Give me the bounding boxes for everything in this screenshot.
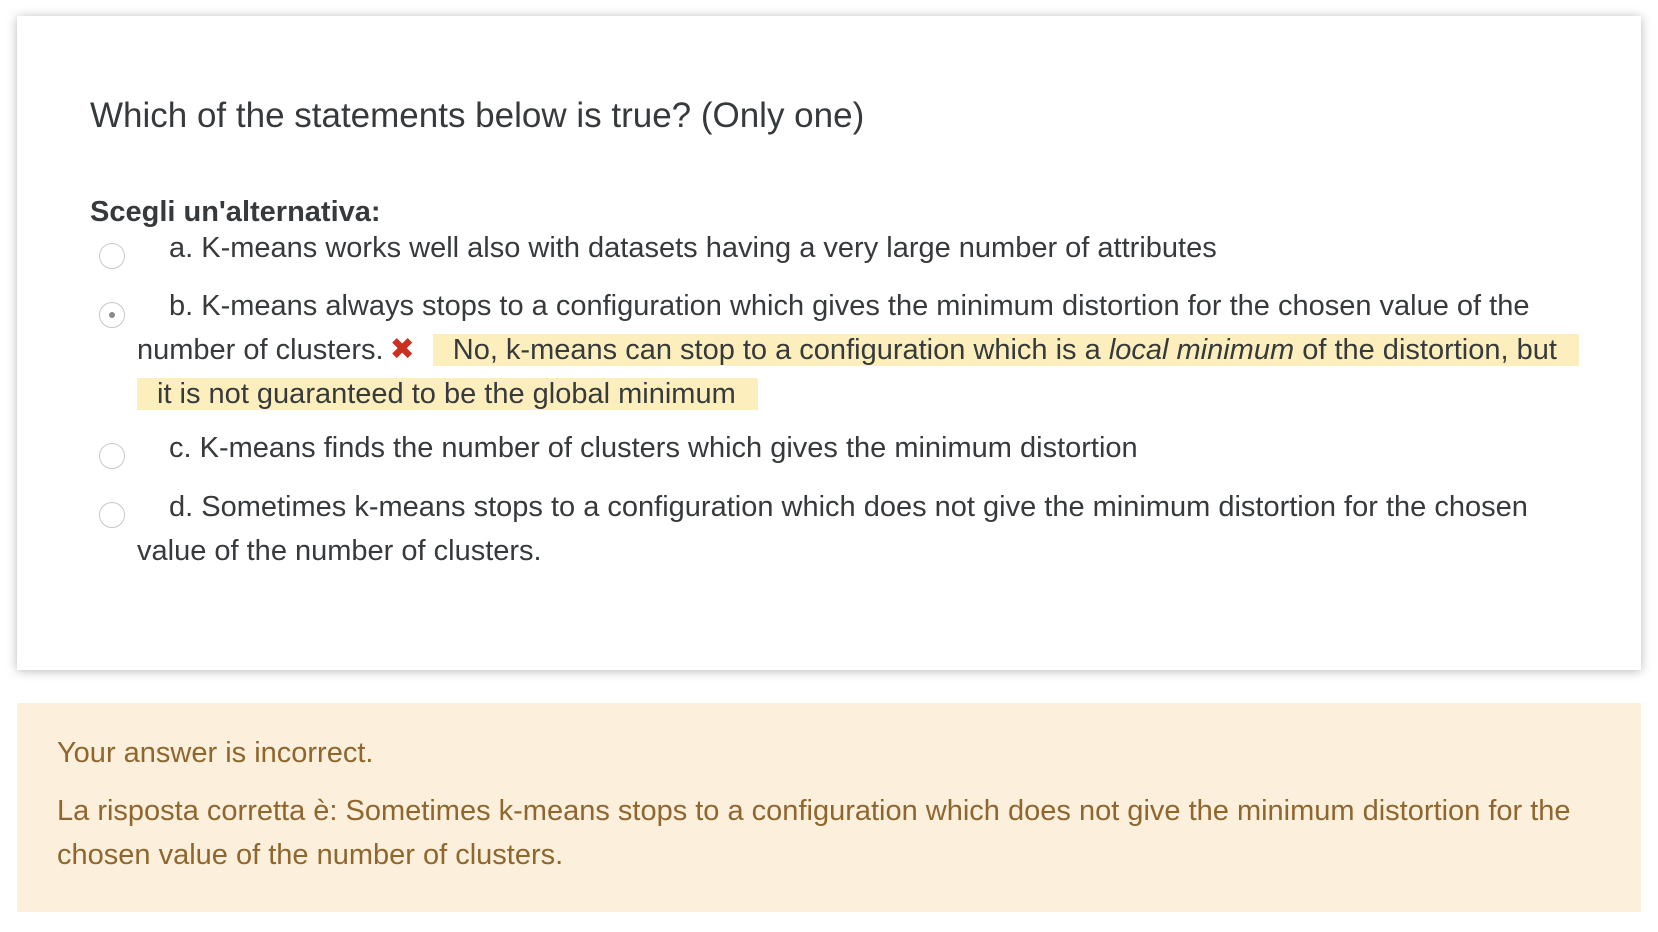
feedback-emphasis: local minimum bbox=[1108, 334, 1295, 366]
option-b-label[interactable]: b. K-means always stops to a configurati… bbox=[137, 290, 1530, 366]
cross-icon: ✖ bbox=[389, 333, 415, 366]
option-d-radio[interactable] bbox=[99, 502, 125, 528]
option-d-label[interactable]: d. Sometimes k-means stops to a configur… bbox=[137, 491, 1528, 567]
feedback-text-end: of the distortion, but it is not guarant… bbox=[157, 334, 1557, 410]
question-card: Which of the statements below is true? (… bbox=[17, 16, 1641, 670]
option-c-radio[interactable] bbox=[99, 443, 125, 469]
correct-answer-text: La risposta corretta è: Sometimes k-mean… bbox=[57, 795, 1571, 871]
feedback-text-start: No, k-means can stop to a configuration … bbox=[452, 334, 1109, 366]
answer-prompt: Scegli un'alternativa: bbox=[90, 196, 381, 228]
outcome-panel: Your answer is incorrect. La risposta co… bbox=[17, 703, 1641, 912]
option-b-radio[interactable] bbox=[99, 302, 125, 328]
option-a-label[interactable]: a. K-means works well also with datasets… bbox=[169, 232, 1217, 264]
option-b-text[interactable]: b. K-means always stops to a configurati… bbox=[137, 284, 1579, 416]
outcome-verdict: Your answer is incorrect. bbox=[57, 737, 374, 769]
question-text: Which of the statements below is true? (… bbox=[90, 96, 865, 135]
option-a-radio[interactable] bbox=[99, 243, 125, 269]
option-c-label[interactable]: c. K-means finds the number of clusters … bbox=[169, 432, 1138, 464]
